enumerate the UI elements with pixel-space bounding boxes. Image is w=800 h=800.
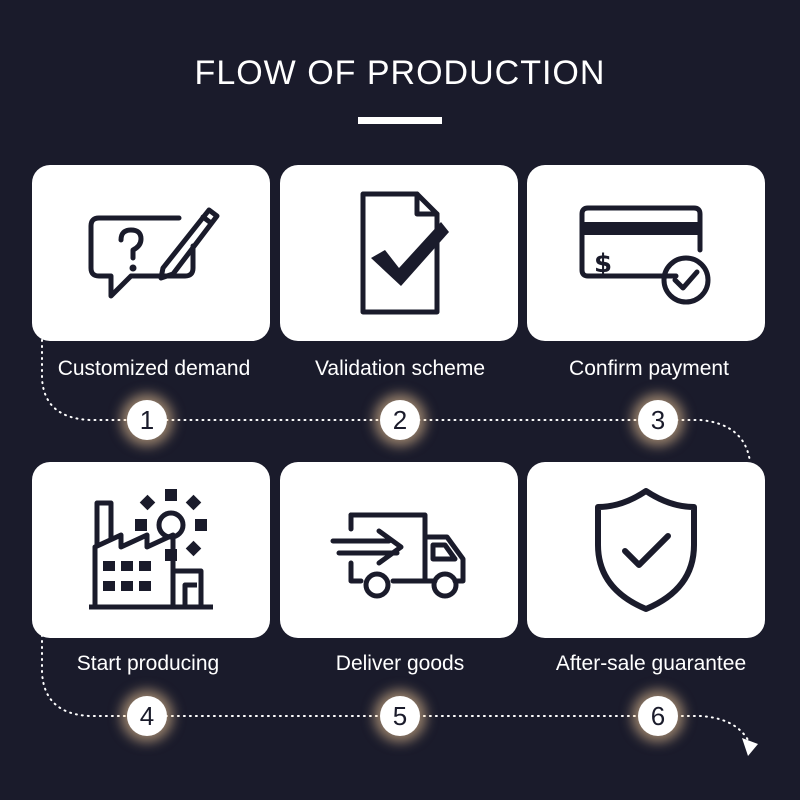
step-label: Confirm payment [569,357,729,380]
step-number-badge: 4 [127,696,167,736]
step-card-customized-demand [32,165,270,341]
step-number-badge: 3 [638,400,678,440]
step-number-badge: 5 [380,696,420,736]
credit-card-check-icon: $ [579,205,711,305]
step-number-badge: 1 [127,400,167,440]
step-card-deliver-goods [280,462,518,638]
factory-gear-icon [89,489,213,610]
step-label: After-sale guarantee [555,652,747,675]
delivery-truck-icon [330,512,466,599]
step-card-validation-scheme [280,165,518,341]
step-label: Customized demand [57,357,251,380]
chat-question-pencil-icon [88,207,220,299]
shield-check-icon [595,488,697,612]
svg-text:$: $ [594,249,612,279]
step-card-start-producing [32,462,270,638]
title-underline [358,117,442,124]
step-label: Start producing [76,652,220,675]
document-check-icon [360,191,449,315]
step-card-after-sale-guarantee [527,462,765,638]
step-number-badge: 6 [638,696,678,736]
step-number-badge: 2 [380,400,420,440]
step-label: Validation scheme [314,357,486,380]
step-card-confirm-payment: $ [527,165,765,341]
page-title: FLOW OF PRODUCTION [194,54,606,92]
flow-arrow-head [742,738,758,756]
step-label: Deliver goods [335,652,465,675]
